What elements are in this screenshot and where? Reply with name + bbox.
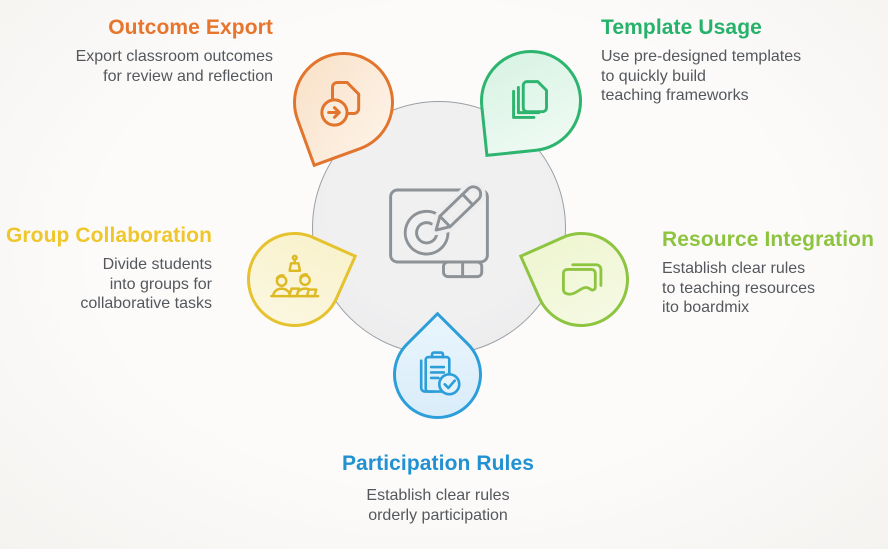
feature-description-template-usage: Use pre-designed templates to quickly bu… (601, 48, 802, 105)
feature-title-outcome-export: Outcome Export (108, 16, 273, 39)
feature-description-outcome-export: Export classroom outcomes for review and… (75, 48, 273, 85)
pin-participation-rules (374, 311, 501, 438)
feature-template-usage: Template Usage Use pre-designed template… (601, 16, 846, 106)
whiteboard-pencil-icon (381, 172, 497, 285)
students-group-icon (255, 240, 334, 319)
stacked-templates-icon (497, 67, 565, 135)
feature-description-resource-integration: Establish clear rules to teaching resour… (662, 260, 815, 317)
resource-cards-icon (542, 240, 621, 319)
feature-participation-rules: Participation Rules Establish clear rule… (303, 452, 573, 525)
feature-outcome-export: Outcome Export Export classroom outcomes… (40, 16, 273, 86)
pin-resource-integration (518, 216, 645, 343)
pin-group-collaboration (231, 216, 358, 343)
feature-group-collaboration: Group Collaboration Divide students into… (2, 224, 212, 314)
feature-description-group-collaboration: Divide students into groups for collabor… (80, 256, 212, 313)
feature-description-participation-rules: Establish clear rules orderly participat… (366, 487, 510, 524)
feature-title-group-collaboration: Group Collaboration (5, 224, 212, 247)
feature-title-resource-integration: Resource Integration (662, 228, 875, 251)
clipboard-check-icon (396, 333, 478, 415)
document-export-icon (304, 63, 383, 142)
pin-template-usage (474, 44, 588, 158)
pin-outcome-export (278, 37, 409, 168)
feature-title-participation-rules: Participation Rules (341, 452, 535, 475)
feature-resource-integration: Resource Integration Establish clear rul… (662, 228, 884, 318)
feature-title-template-usage: Template Usage (601, 16, 762, 39)
